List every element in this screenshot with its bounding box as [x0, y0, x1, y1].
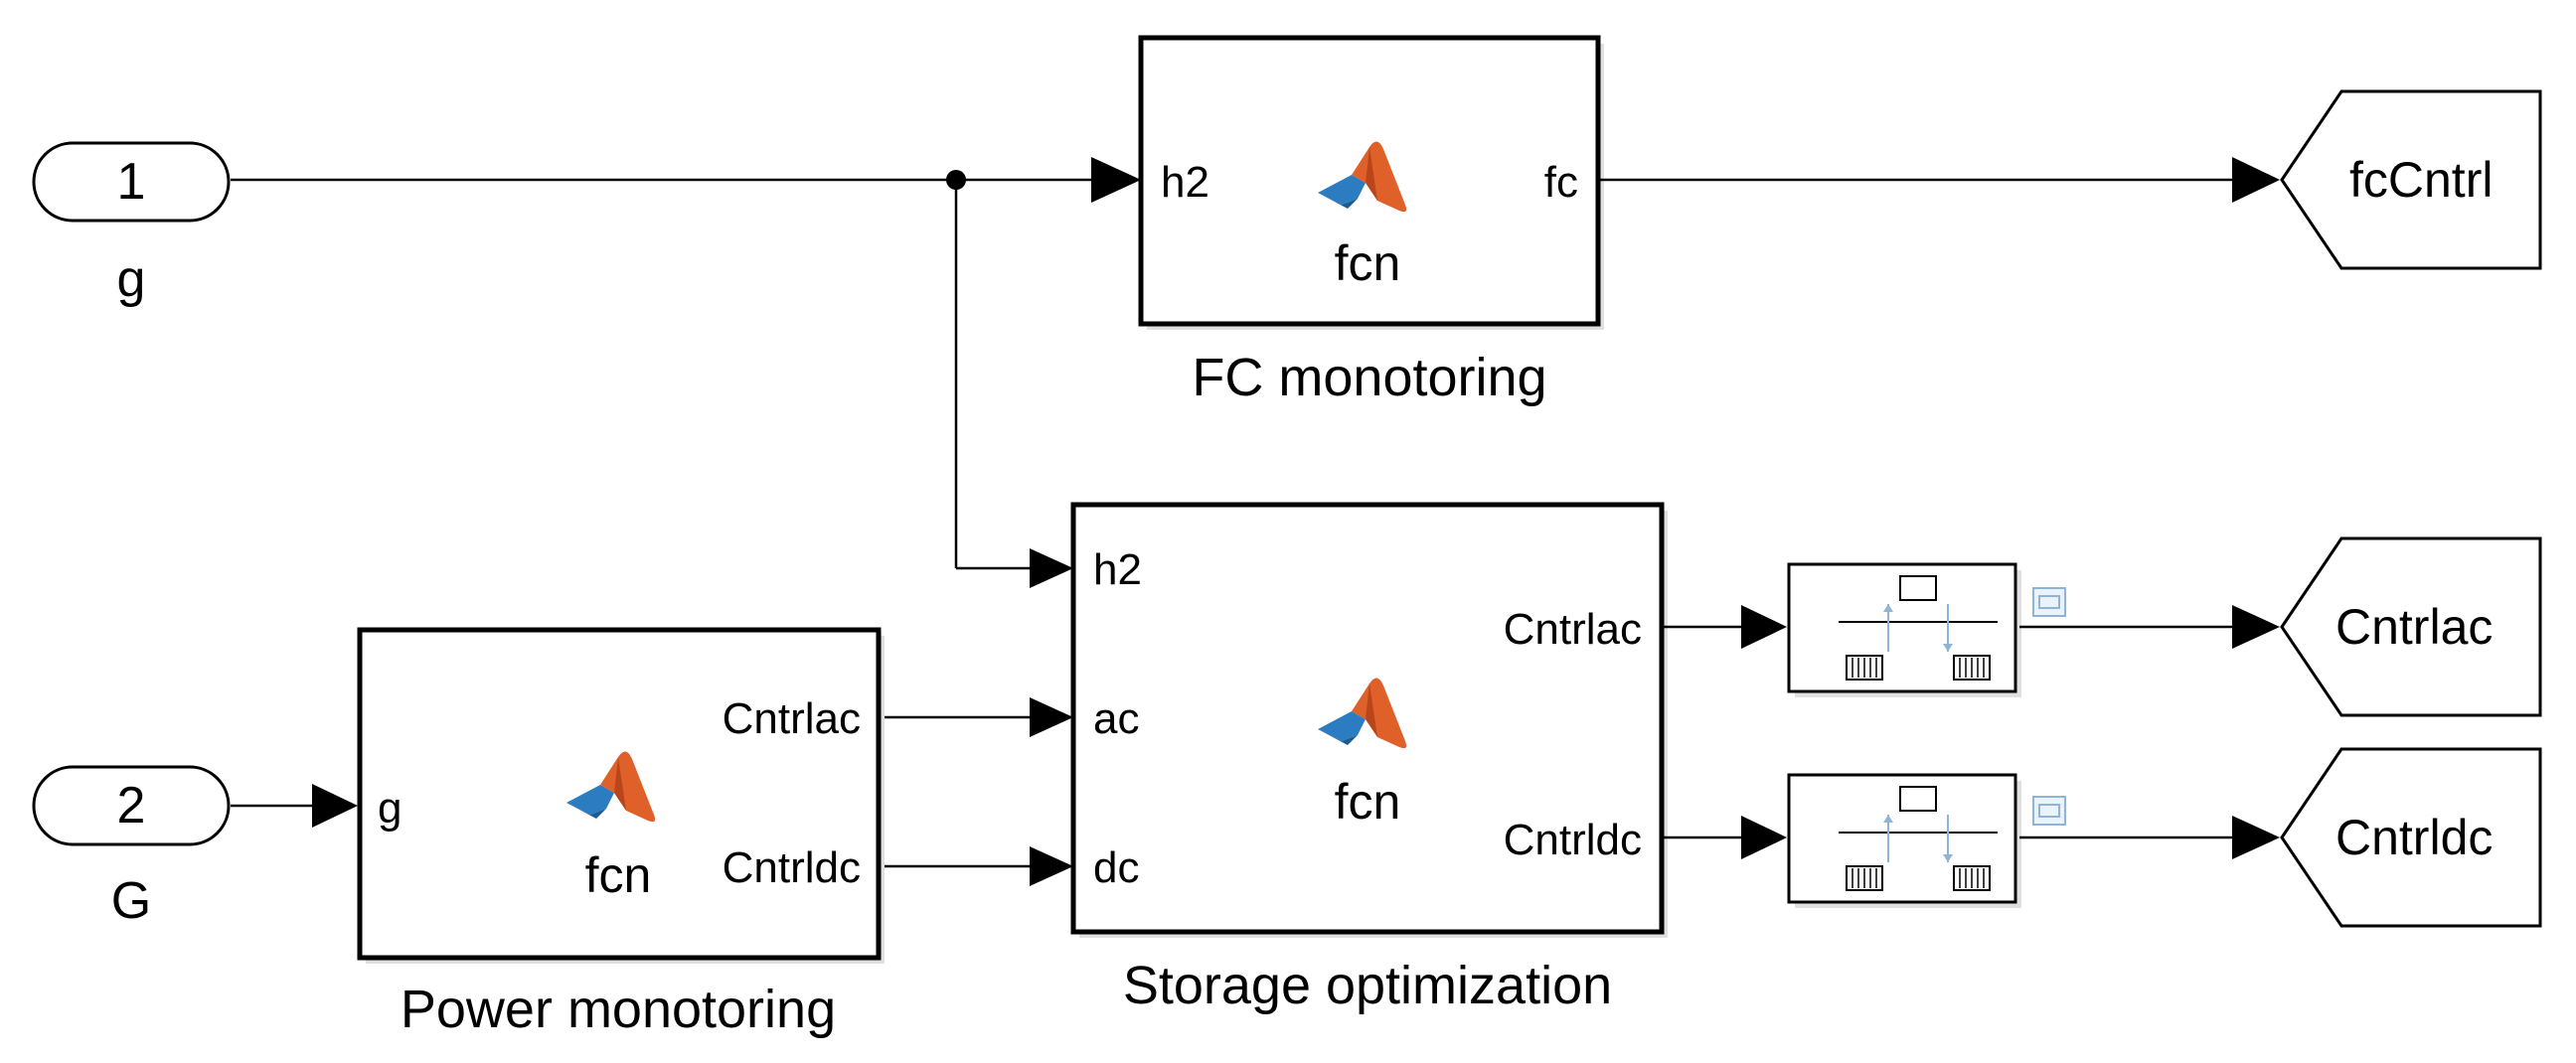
goto-tag-label: Cntrlac: [2335, 599, 2493, 655]
inport-2-shape[interactable]: [32, 765, 231, 846]
fc-monitoring-block[interactable]: h2 fc fcn FC monotoring: [1138, 35, 1604, 407]
sample-time-icon: [2032, 796, 2066, 826]
inport-1-number: 1: [117, 153, 146, 211]
fc-fcn-label: fcn: [1335, 235, 1401, 291]
power-output-ac: Cntrlac: [723, 694, 861, 743]
fc-output-fc: fc: [1544, 158, 1578, 207]
storage-fcn-label: fcn: [1335, 774, 1401, 830]
power-monitoring-block[interactable]: g Cntrlac Cntrldc fcn Power monotoring: [357, 627, 885, 1039]
arrowhead: [2232, 157, 2280, 203]
storage-input-ac: ac: [1093, 694, 1139, 743]
goto-tag-shape[interactable]: [2280, 536, 2542, 717]
storage-input-dc: dc: [1093, 843, 1139, 892]
arrowhead: [1030, 697, 1073, 737]
arrowheads: [312, 157, 2280, 886]
goto-tag-shape[interactable]: [2280, 747, 2542, 928]
fc-block-title: FC monotoring: [1192, 348, 1546, 407]
rate-transition-dc[interactable]: [1787, 773, 2066, 908]
goto-tag-label: fcCntrl: [2349, 152, 2493, 208]
power-block-title: Power monotoring: [401, 980, 836, 1039]
arrowhead: [1030, 846, 1073, 886]
storage-optimization-block[interactable]: h2 ac dc Cntrlac Cntrldc fcn Storage opt…: [1070, 502, 1668, 1015]
power-fcn-label: fcn: [585, 847, 652, 903]
arrowhead: [2232, 605, 2280, 649]
sample-time-icon: [2032, 587, 2066, 617]
storage-output-ac: Cntrlac: [1504, 605, 1642, 654]
arrowhead: [1741, 816, 1787, 859]
storage-output-dc: Cntrldc: [1504, 816, 1642, 864]
goto-tag-cntrlac[interactable]: Cntrlac: [2280, 536, 2542, 717]
goto-tag-cntrldc[interactable]: Cntrldc: [2280, 747, 2542, 928]
inport-1[interactable]: 1 g: [32, 141, 231, 308]
arrowhead: [312, 784, 358, 828]
arrowhead: [1091, 157, 1141, 203]
fc-input-h2: h2: [1161, 158, 1209, 207]
storage-input-h2: h2: [1093, 545, 1142, 594]
goto-tag-shape[interactable]: [2280, 89, 2542, 270]
inport-2[interactable]: 2 G: [32, 765, 231, 930]
arrowhead: [1030, 548, 1073, 588]
arrowhead: [1741, 605, 1787, 649]
inport-1-shape[interactable]: [32, 141, 231, 223]
goto-tag-label: Cntrldc: [2335, 810, 2493, 865]
rate-transition-ac[interactable]: [1787, 562, 2066, 697]
inport-2-name: G: [111, 872, 151, 930]
storage-block-title: Storage optimization: [1123, 956, 1612, 1015]
arrowhead: [2232, 816, 2280, 859]
branch-point: [946, 170, 966, 190]
power-input-g: g: [378, 784, 402, 833]
inport-2-number: 2: [117, 777, 146, 835]
inport-1-name: g: [117, 250, 146, 308]
goto-tag-fccntrl[interactable]: fcCntrl: [2280, 89, 2542, 270]
power-output-dc: Cntrldc: [723, 843, 861, 892]
signal-lines: [231, 170, 2236, 868]
